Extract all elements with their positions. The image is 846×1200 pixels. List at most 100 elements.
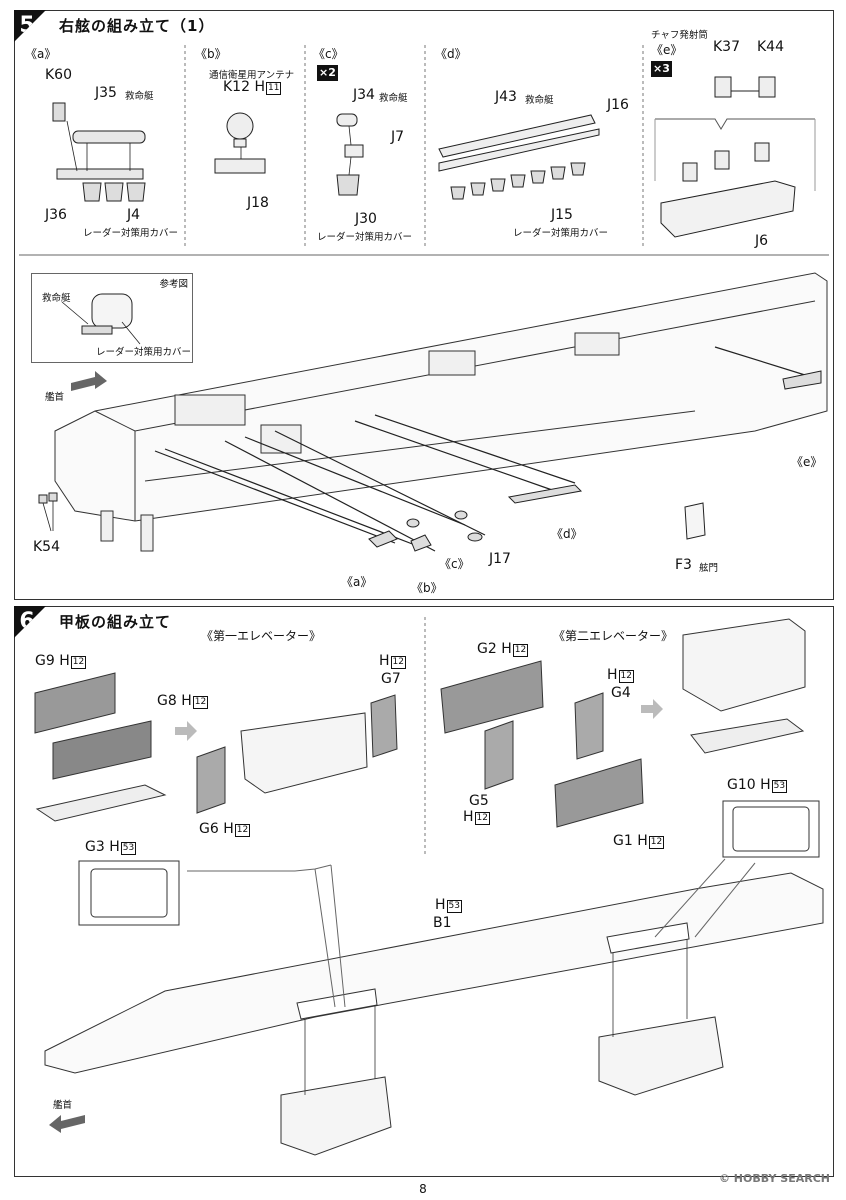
- part-k60: K60: [45, 67, 72, 83]
- part-j15-note: レーダー対策用カバー: [513, 228, 609, 239]
- runner-box-12: 12: [474, 812, 490, 825]
- runner-box-12: 12: [234, 824, 251, 837]
- part-g1-id: G1: [613, 833, 633, 849]
- part-j15: J15: [551, 207, 573, 223]
- part-f3: F3: [675, 557, 692, 573]
- h-letter: H: [637, 833, 648, 849]
- callout-a: 《a》: [341, 575, 373, 589]
- h-letter: H: [223, 821, 234, 837]
- part-k37: K37: [713, 39, 740, 55]
- part-g2-id: G2: [477, 641, 497, 657]
- sub-e-label: 《e》: [651, 43, 683, 57]
- part-k12: K12: [223, 79, 250, 95]
- step-5-panel: 5 右舷の組み立て（1）: [14, 10, 834, 600]
- part-b1: B1: [433, 915, 452, 931]
- runner-box-12: 12: [648, 836, 665, 849]
- part-j17: J17: [489, 551, 511, 567]
- part-g4: G4: [611, 685, 631, 701]
- runner-box-12: 12: [618, 670, 634, 683]
- step-title: 右舷の組み立て（1）: [59, 17, 215, 35]
- part-g7: G7: [381, 671, 401, 687]
- part-j4-note: レーダー対策用カバー: [83, 228, 179, 239]
- sub-c-label: 《c》: [313, 47, 344, 61]
- runner-box-12: 12: [390, 656, 406, 669]
- reference-title: 参考図: [159, 279, 188, 290]
- part-f3-note: 舷門: [699, 563, 719, 574]
- part-j30: J30: [355, 211, 377, 227]
- part-k12-note: 通信衛星用アンテナ: [209, 70, 295, 81]
- sub-d-label: 《d》: [435, 47, 467, 61]
- callout-c: 《c》: [439, 557, 470, 571]
- elevator-2-heading: 《第二エレベーター》: [553, 629, 674, 643]
- h-letter: H: [435, 897, 446, 913]
- elevator-1-heading: 《第一エレベーター》: [201, 629, 322, 643]
- step-6-panel: 6 甲板の組み立て: [14, 606, 834, 1177]
- callout-d: 《d》: [551, 527, 583, 541]
- part-j43-note: 救命艇: [525, 95, 554, 106]
- h-letter: H: [760, 777, 771, 793]
- part-g8-id: G8: [157, 693, 177, 709]
- runner-box-53: 53: [120, 842, 137, 855]
- bow-label-step6: 艦首: [53, 1100, 73, 1111]
- callout-b: 《b》: [411, 581, 443, 595]
- h-letter: H: [463, 809, 474, 825]
- bow-label-step5: 艦首: [45, 392, 65, 403]
- part-j18: J18: [247, 195, 269, 211]
- sub-b-label: 《b》: [195, 47, 227, 61]
- part-j43: J43: [495, 89, 517, 105]
- chaff-note: チャフ発射筒: [651, 30, 708, 41]
- part-g10-id: G10: [727, 777, 756, 793]
- runner-box-12: 12: [512, 644, 529, 657]
- part-g6-id: G6: [199, 821, 219, 837]
- part-j35: J35: [95, 85, 117, 101]
- step-6-drawing: [34, 617, 824, 1156]
- step-5-drawing: [19, 45, 829, 552]
- h-letter: H: [607, 667, 618, 683]
- part-j36: J36: [45, 207, 67, 223]
- part-j30-note: レーダー対策用カバー: [317, 232, 413, 243]
- part-g3-id: G3: [85, 839, 105, 855]
- runner-box-53: 53: [771, 780, 788, 793]
- reference-sketch: [61, 293, 141, 345]
- h-letter: H: [109, 839, 120, 855]
- runner-box-12: 12: [192, 696, 209, 709]
- h-letter: H: [501, 641, 512, 657]
- reference-diagram: 参考図 救命艇 レーダー対策用カバー: [31, 273, 193, 363]
- h-letter: H: [254, 79, 265, 95]
- part-j35-note: 救命艇: [125, 91, 154, 102]
- part-j7: J7: [391, 129, 405, 145]
- part-j16: J16: [607, 97, 629, 113]
- multiplier-e: ×3: [651, 61, 672, 77]
- callout-e: 《e》: [791, 455, 823, 469]
- runner-box-11: 11: [265, 82, 282, 95]
- reference-cover-label: レーダー対策用カバー: [96, 347, 192, 358]
- part-g9-id: G9: [35, 653, 55, 669]
- step-title: 甲板の組み立て: [59, 613, 172, 631]
- part-j6: J6: [755, 233, 769, 249]
- part-j34: J34: [353, 87, 375, 103]
- runner-box-53: 53: [446, 900, 462, 913]
- part-k44: K44: [757, 39, 784, 55]
- part-k54: K54: [33, 539, 60, 555]
- h-letter: H: [181, 693, 192, 709]
- page-number: 8: [419, 1182, 427, 1196]
- sub-a-label: 《a》: [25, 47, 57, 61]
- reference-boat-label: 救命艇: [42, 293, 71, 304]
- watermark: © HOBBY SEARCH: [718, 1172, 830, 1185]
- part-g5: G5: [469, 793, 489, 809]
- h-letter: H: [379, 653, 390, 669]
- part-j34-note: 救命艇: [379, 93, 408, 104]
- runner-box-12: 12: [70, 656, 87, 669]
